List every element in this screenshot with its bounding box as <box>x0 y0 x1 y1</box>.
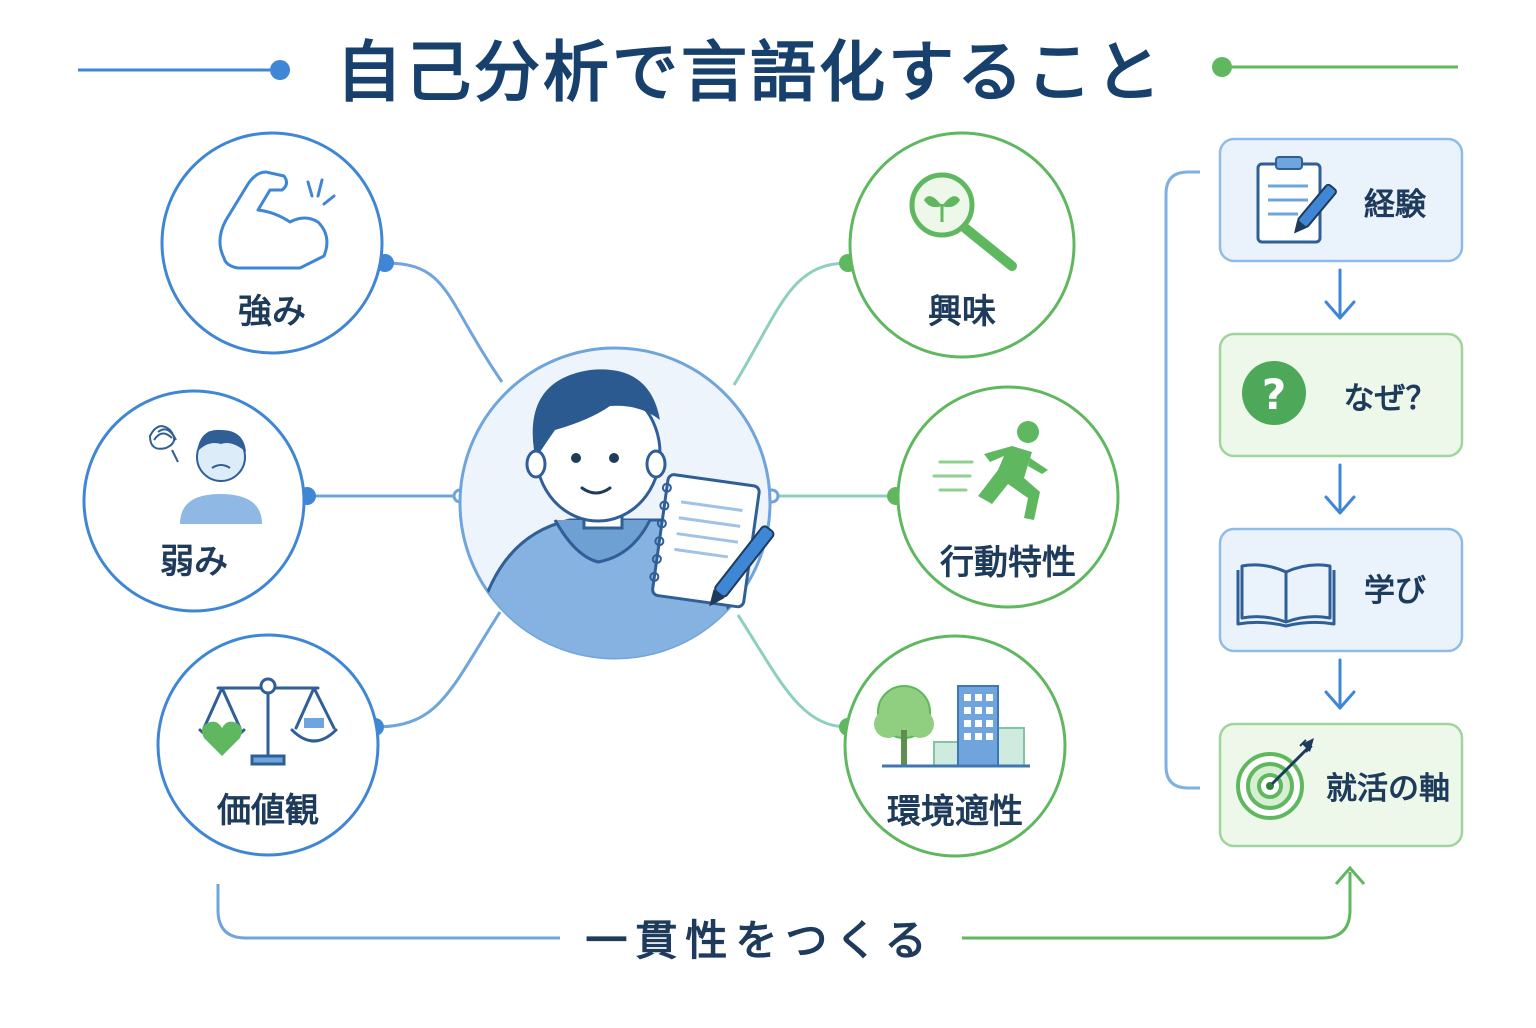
step-label-axis: 就活の軸 <box>1326 770 1450 807</box>
svg-text:?: ? <box>1262 370 1286 419</box>
node-behavior-circle <box>896 385 1120 609</box>
page-title: 自己分析で言語化すること <box>336 34 1164 111</box>
node-label-strength: 強み <box>238 291 306 332</box>
flexed-arm-icon <box>218 170 336 270</box>
flow-arrows <box>1324 268 1356 710</box>
balance-scale-heart-icon <box>198 677 338 766</box>
connector-interest <box>732 261 849 386</box>
node-interest-circle <box>848 131 1076 359</box>
node-label-behavior: 行動特性 <box>940 542 1076 583</box>
clipboard-pencil-icon <box>1256 156 1337 244</box>
worried-person-icon <box>148 425 262 524</box>
node-label-interest: 興味 <box>928 291 996 332</box>
person-with-notebook-icon <box>458 346 775 660</box>
bottom-caption: 一貫性をつくる <box>560 905 960 969</box>
node-label-weakness: 弱み <box>160 541 228 582</box>
node-label-environment: 環境適性 <box>887 791 1023 832</box>
bottom-connector <box>216 865 1366 940</box>
open-book-icon <box>1236 563 1336 628</box>
node-strength-circle <box>160 131 384 355</box>
magnifier-sprout-icon <box>909 172 1017 271</box>
question-mark-icon: ? <box>1242 361 1306 425</box>
step-label-learning: 学び <box>1364 572 1426 609</box>
flow-bracket <box>1164 170 1200 790</box>
title-line-left <box>78 60 290 80</box>
running-person-icon <box>932 421 1048 520</box>
connector-values <box>374 611 502 729</box>
target-arrow-icon <box>1236 738 1314 820</box>
step-label-experience: 経験 <box>1364 186 1426 223</box>
tree-building-icon <box>874 685 1030 768</box>
node-label-values: 価値観 <box>217 790 319 831</box>
connector-behavior <box>764 487 905 505</box>
connector-environment <box>736 614 849 729</box>
step-label-why: なぜ？ <box>1343 380 1437 417</box>
connector-weakness <box>298 487 468 505</box>
title-line-right <box>1212 57 1458 77</box>
connector-strength <box>384 261 504 383</box>
